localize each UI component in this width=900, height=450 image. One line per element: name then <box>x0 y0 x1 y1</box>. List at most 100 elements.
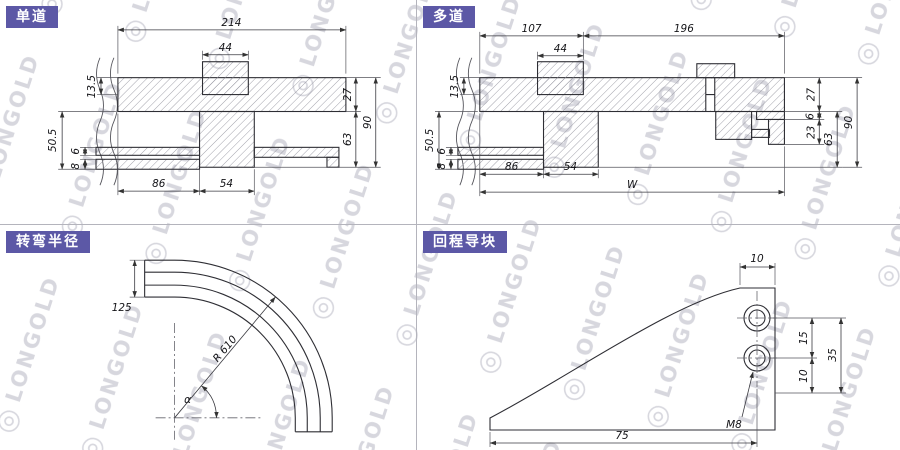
left-base-plate <box>95 158 201 170</box>
svg-text:6: 6 <box>70 148 82 155</box>
svg-text:214: 214 <box>221 17 241 29</box>
mounting-holes <box>737 291 777 387</box>
left-base-plate <box>457 158 545 170</box>
dim-6: 6 <box>436 146 458 156</box>
dim-8: 8 <box>436 158 458 170</box>
svg-text:44: 44 <box>554 43 567 55</box>
panel-return-guide-block: 回程导块 10 15 10 <box>417 225 900 450</box>
thread-callout: M8 <box>726 371 754 431</box>
belt-boss <box>536 61 584 96</box>
hole-center-lines <box>737 291 777 387</box>
svg-text:23: 23 <box>805 126 817 139</box>
svg-text:63: 63 <box>342 133 354 146</box>
dim-13-5: 13.5 <box>449 75 480 99</box>
svg-text:6: 6 <box>804 113 816 120</box>
dim-6: 6 <box>70 146 96 156</box>
svg-text:M8: M8 <box>726 419 742 431</box>
dim-214: 214 <box>117 17 347 74</box>
svg-text:13.5: 13.5 <box>449 75 461 99</box>
dim-angle: α <box>184 385 219 419</box>
dim-w: W <box>479 146 785 197</box>
dim-6-right: 6 <box>784 111 825 120</box>
multi-track-drawing: 107 44 196 13.5 50.5 <box>424 23 863 197</box>
svg-text:13.5: 13.5 <box>86 75 98 99</box>
svg-text:107: 107 <box>522 23 542 35</box>
dim-8: 8 <box>70 158 96 170</box>
panel-bend-radius: 转弯半径 R 610 α 125 <box>0 225 417 450</box>
panel-title-multi-track: 多道 <box>423 6 475 28</box>
joint-block <box>715 110 753 140</box>
right-lip <box>756 110 785 121</box>
svg-text:54: 54 <box>564 161 577 173</box>
multi-track-section <box>455 57 785 186</box>
single-track-section <box>95 57 347 186</box>
right-lip <box>326 156 340 168</box>
svg-text:90: 90 <box>362 115 374 129</box>
dim-63: 63 <box>598 111 843 168</box>
svg-text:8: 8 <box>70 163 82 170</box>
left-flange <box>95 146 201 156</box>
svg-text:63: 63 <box>823 133 835 146</box>
svg-text:10: 10 <box>750 253 764 265</box>
svg-text:W: W <box>627 179 638 191</box>
dim-27: 27 <box>342 77 381 112</box>
single-track-drawing: 214 44 13.5 50.5 6 <box>47 17 381 196</box>
svg-text:27: 27 <box>805 88 817 102</box>
dim-23: 23 <box>784 119 825 145</box>
left-flange <box>457 146 545 156</box>
svg-text:27: 27 <box>342 88 354 102</box>
dim-44: 44 <box>202 42 249 60</box>
belt-boss <box>201 61 249 96</box>
dim-35: 35 <box>827 317 844 394</box>
rail-top-plate <box>479 77 785 113</box>
svg-text:50.5: 50.5 <box>424 128 436 152</box>
svg-text:50.5: 50.5 <box>47 128 59 152</box>
dim-44: 44 <box>537 43 584 60</box>
dim-15: 15 <box>770 317 846 359</box>
track-end-caps <box>144 260 333 433</box>
center-block <box>198 110 255 168</box>
dim-10-right: 10 <box>775 357 846 394</box>
center-block <box>542 110 599 168</box>
svg-text:α: α <box>184 394 191 406</box>
svg-text:86: 86 <box>152 178 166 190</box>
panel-title-return-guide-block: 回程导块 <box>423 231 507 253</box>
svg-text:54: 54 <box>220 178 233 190</box>
right-flange <box>253 146 340 158</box>
svg-text:8: 8 <box>436 163 448 170</box>
svg-text:86: 86 <box>505 161 519 173</box>
panel-single-track: 单道 214 44 <box>0 0 417 225</box>
panel-title-single-track: 单道 <box>6 6 58 28</box>
dim-54: 54 <box>543 161 599 179</box>
return-guide-block-drawing: 10 15 10 35 75 M8 <box>489 253 846 447</box>
svg-text:196: 196 <box>674 23 694 35</box>
curved-track <box>144 259 333 433</box>
dim-27: 27 <box>784 77 863 112</box>
dim-75: 75 <box>489 389 758 447</box>
dim-63: 63 <box>254 111 381 168</box>
panel-multi-track: 多道 107 <box>417 0 900 225</box>
dim-10-top: 10 <box>739 253 776 285</box>
svg-text:15: 15 <box>798 331 810 345</box>
svg-text:10: 10 <box>798 369 810 383</box>
joint-tab <box>696 63 736 79</box>
dim-90: 90 <box>842 77 863 168</box>
svg-text:125: 125 <box>112 302 132 314</box>
dim-50-5: 50.5 <box>47 111 116 170</box>
joint-edges <box>705 77 716 112</box>
dim-196: 196 <box>582 23 785 74</box>
bend-radius-drawing: R 610 α 125 <box>112 259 333 440</box>
svg-text:35: 35 <box>827 348 839 362</box>
dim-13-5: 13.5 <box>86 75 118 99</box>
dim-54: 54 <box>199 169 255 196</box>
panel-title-bend-radius: 转弯半径 <box>6 231 90 253</box>
svg-text:R 610: R 610 <box>211 333 240 364</box>
dim-90: 90 <box>362 77 378 168</box>
right-plate <box>767 118 785 145</box>
guide-block-outline <box>489 287 776 431</box>
dim-125: 125 <box>112 259 145 314</box>
mid-plate <box>751 128 771 138</box>
svg-text:44: 44 <box>219 42 232 54</box>
svg-text:6: 6 <box>436 148 448 155</box>
